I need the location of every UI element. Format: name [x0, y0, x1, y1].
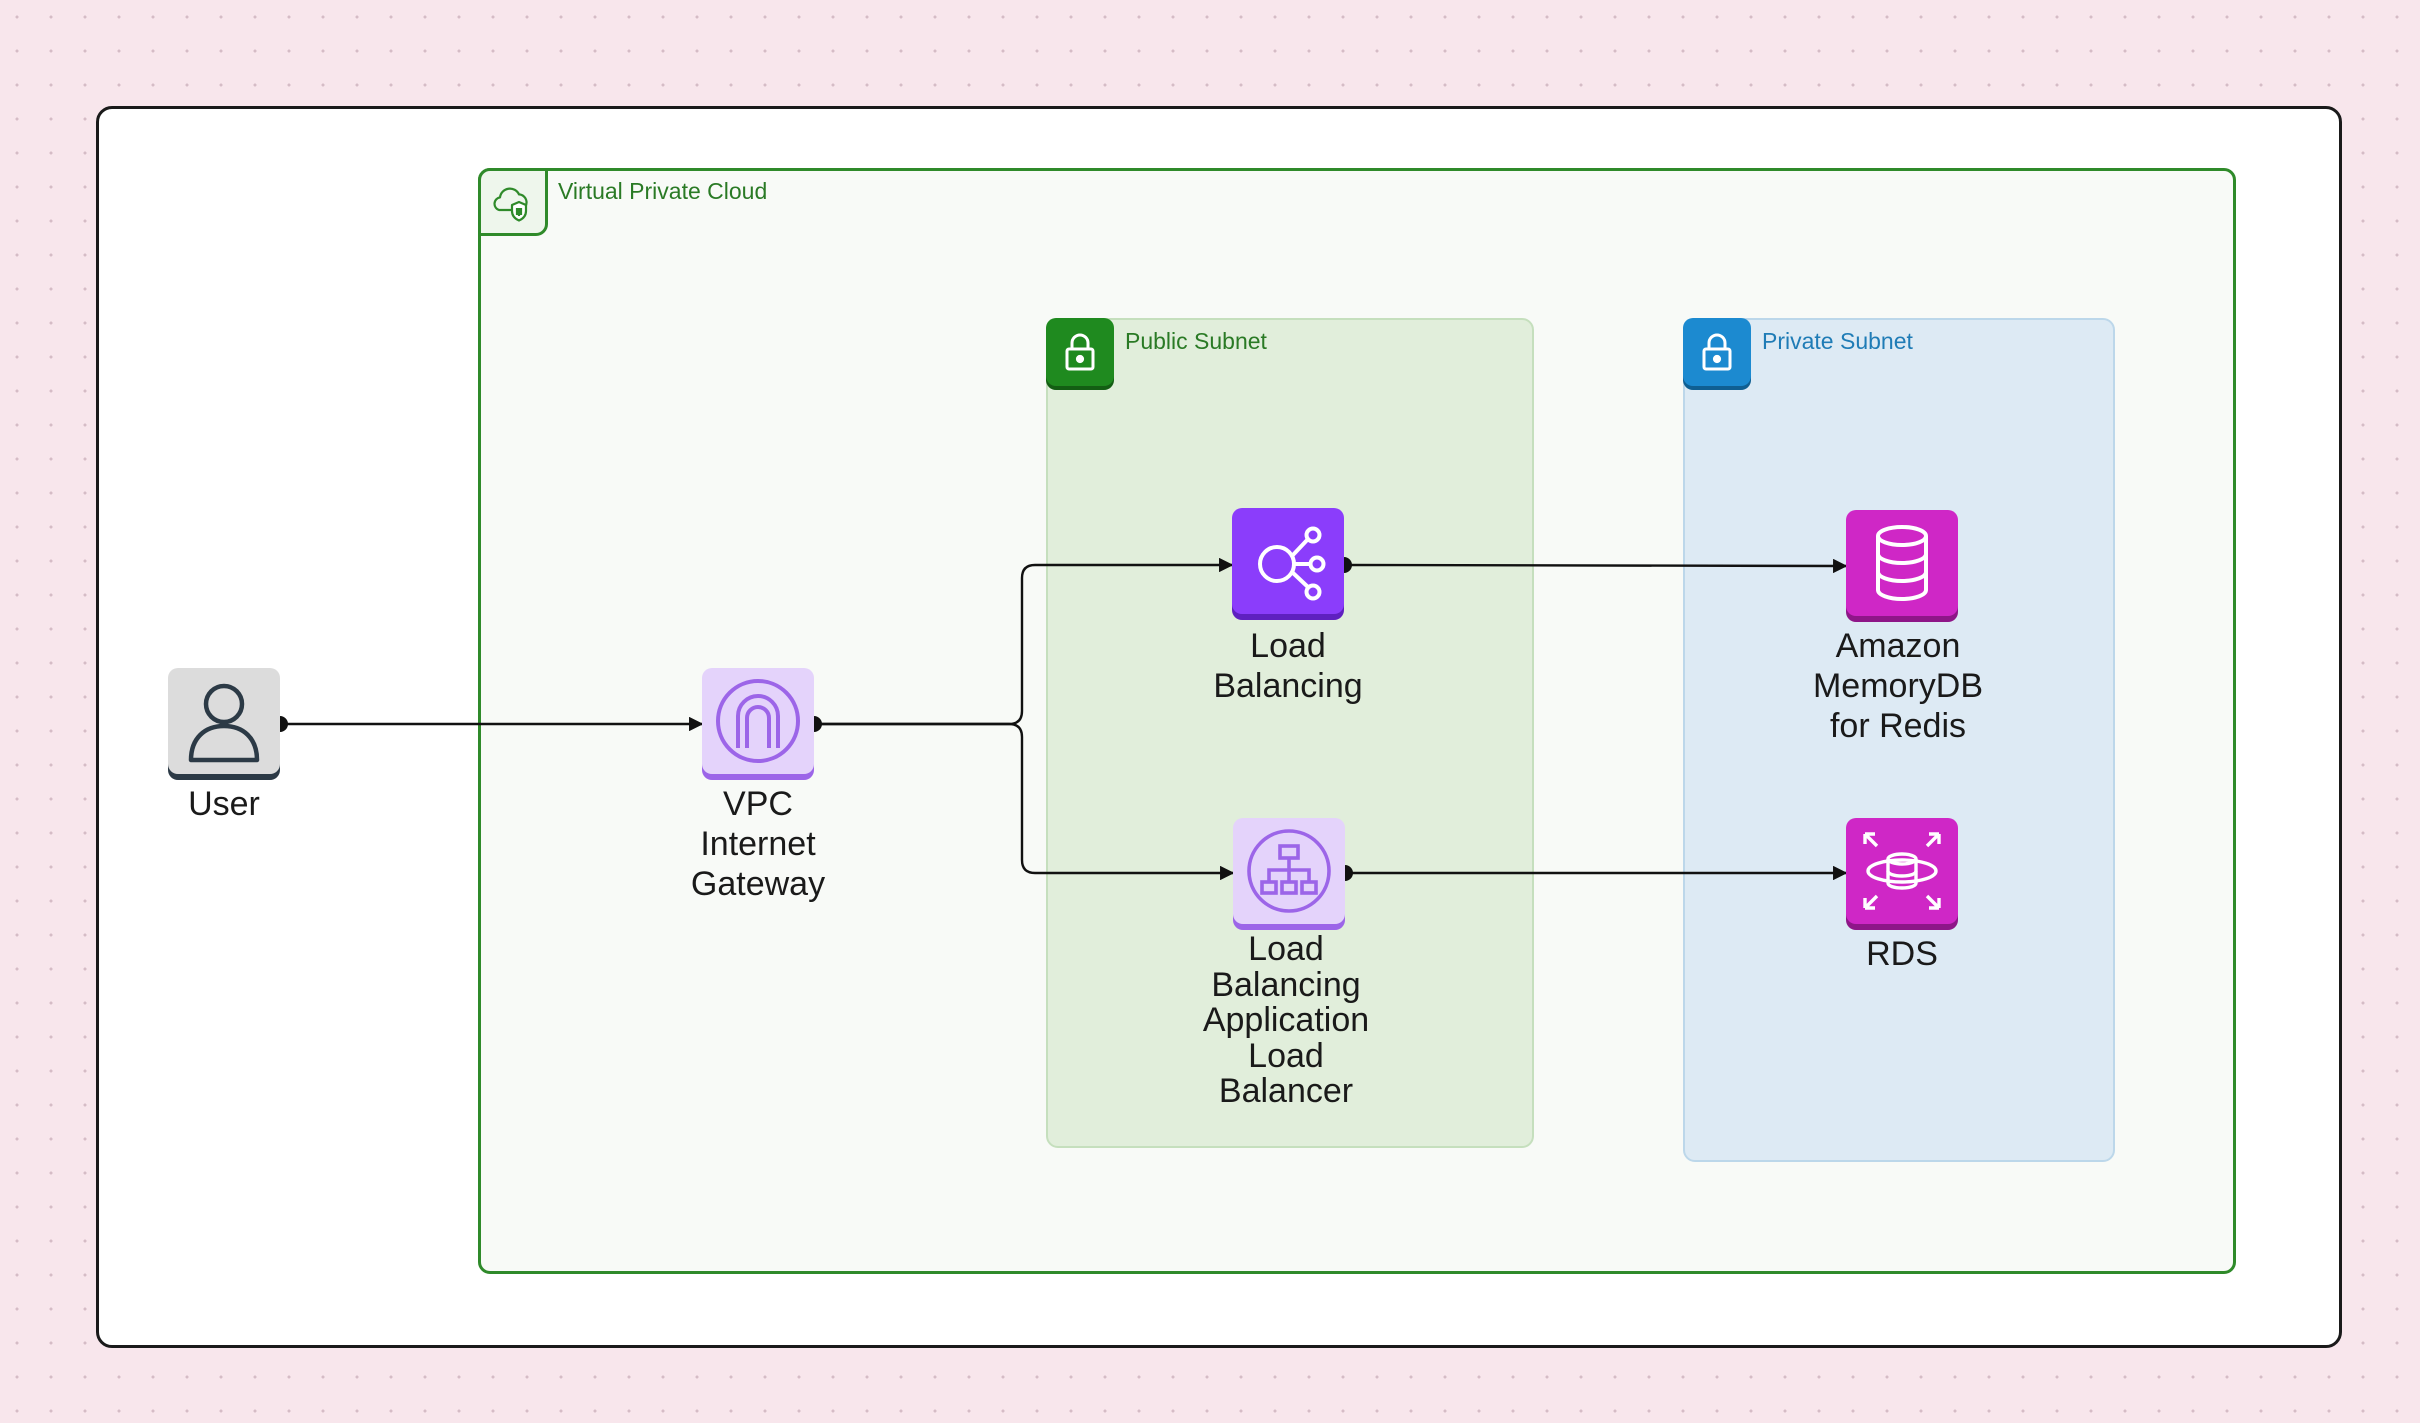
private-subnet-label: Private Subnet [1762, 328, 1913, 354]
internet-gateway-icon[interactable] [702, 668, 814, 774]
private-subnet-group[interactable] [1683, 318, 2115, 1162]
user-icon[interactable] [168, 668, 280, 774]
application-load-balancer-icon[interactable] [1233, 818, 1345, 924]
memorydb-label: Amazon MemoryDB for Redis [1812, 627, 1984, 745]
cloud-shield-icon [478, 168, 548, 236]
memorydb-database-icon[interactable] [1846, 510, 1958, 616]
user-label: User [188, 785, 260, 823]
public-subnet-label: Public Subnet [1125, 328, 1267, 354]
padlock-icon [1683, 318, 1751, 386]
alb-label: Load Balancing Application Load Balancer [1202, 930, 1370, 1110]
rds-database-icon[interactable] [1846, 818, 1958, 924]
load-balancing-icon[interactable] [1232, 508, 1344, 614]
load-balancing-label: Load Balancing [1213, 627, 1363, 705]
rds-label: RDS [1866, 935, 1938, 973]
vpc-label: Virtual Private Cloud [558, 178, 768, 204]
padlock-icon [1046, 318, 1114, 386]
igw-label: VPC Internet Gateway [690, 785, 826, 903]
